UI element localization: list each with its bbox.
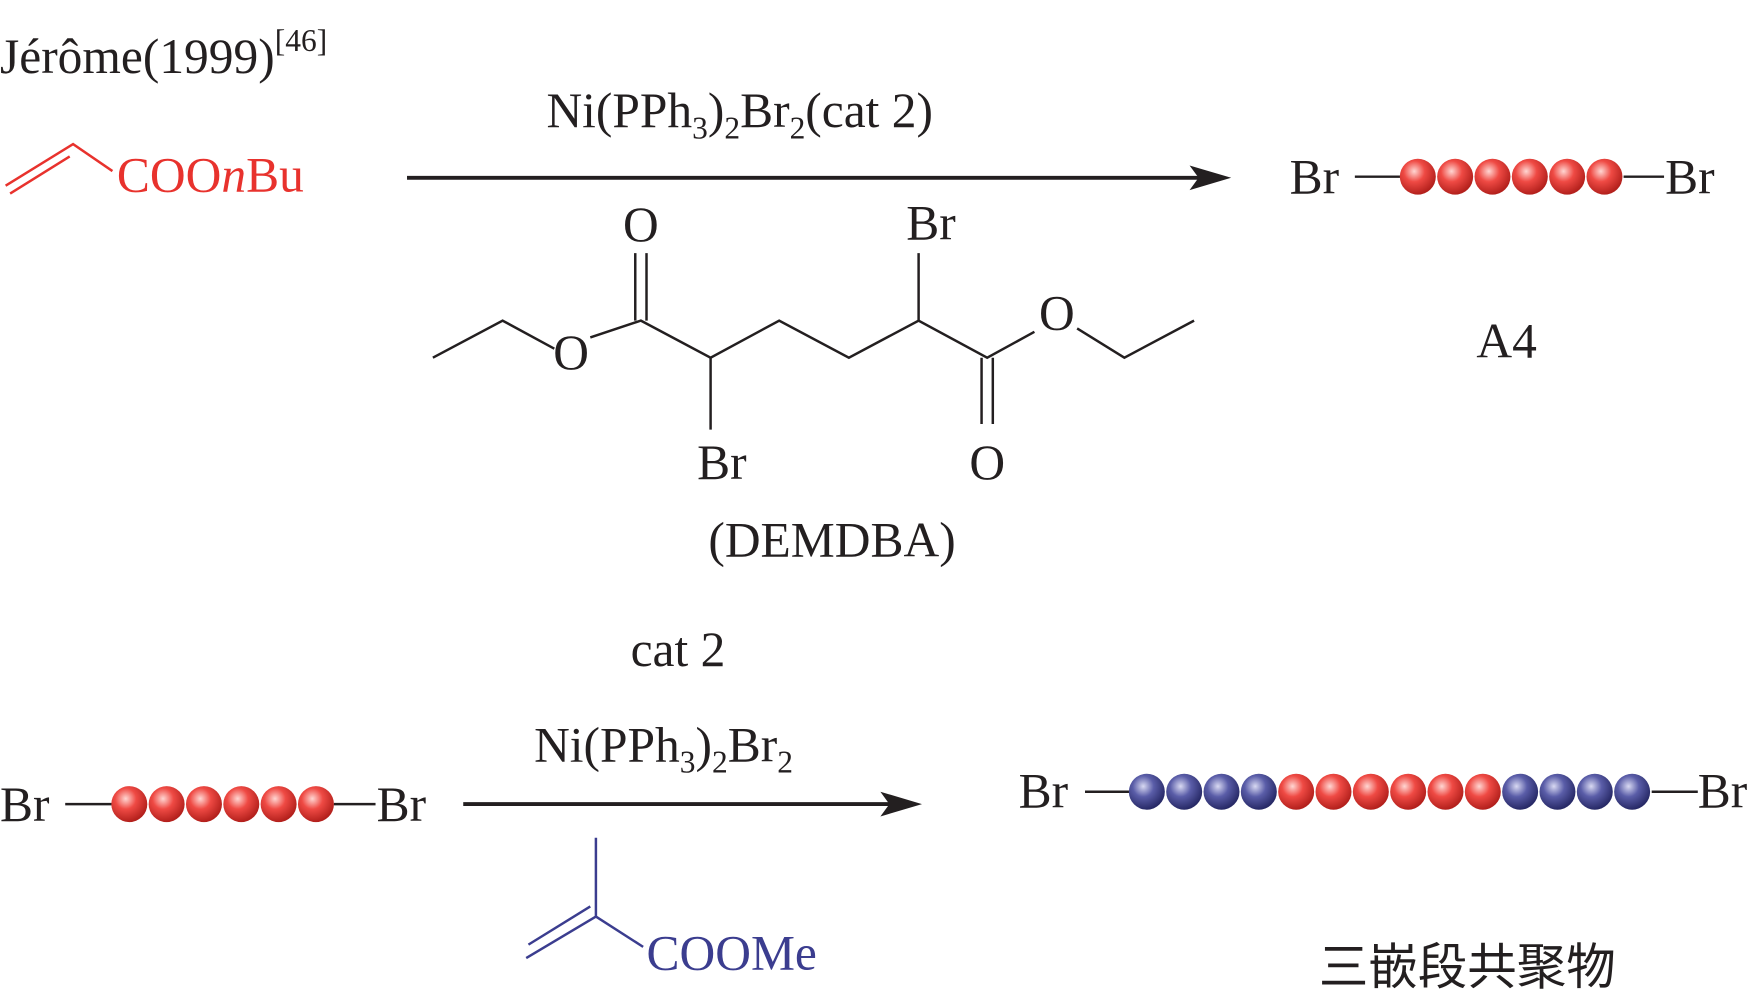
acrylate-bead: [1464, 773, 1501, 810]
polyacrylate-chain: [111, 786, 334, 823]
acrylate-bead: [1437, 158, 1474, 195]
methacrylate-bead: [1614, 773, 1651, 810]
demdba-structure: O O Br O Br O (DEMDBA): [432, 196, 1195, 568]
methyl-methacrylate: COOMe: [525, 837, 817, 980]
acrylate-bead: [1390, 773, 1427, 810]
atom-br: Br: [697, 435, 747, 490]
end-group-br: Br: [0, 777, 50, 832]
vinyl-bond: [4, 142, 114, 195]
citation: Jérôme(1999)[46]: [0, 23, 327, 84]
atom-o: O: [553, 325, 589, 380]
butyl-acrylate: COOnBu: [4, 142, 304, 202]
acrylate-bead: [111, 786, 148, 823]
acrylate-bead: [185, 786, 222, 823]
methacrylate-bead: [1502, 773, 1539, 810]
acrylate-bead: [1511, 158, 1548, 195]
acrylate-bead: [1399, 158, 1436, 195]
end-group-br: Br: [377, 777, 427, 832]
acrylate-bead: [1549, 158, 1586, 195]
acrylate-bead: [148, 786, 185, 823]
triblock-product: Br Br 三嵌段共聚物: [1019, 763, 1748, 996]
atom-o: O: [969, 435, 1005, 490]
methacrylate-bead: [1203, 773, 1240, 810]
methacrylate-bead: [1240, 773, 1277, 810]
triblock-chain: [1128, 773, 1651, 810]
monomer-label: COOMe: [647, 925, 817, 980]
reaction-arrow-2: [463, 791, 922, 817]
product-label-triblock: 三嵌段共聚物: [1319, 938, 1616, 996]
acrylate-bead: [1352, 773, 1389, 810]
macroinitiator: Br Br: [0, 777, 427, 832]
initiator-name: (DEMDBA): [708, 513, 955, 568]
acrylate-bead: [1278, 773, 1315, 810]
atom-o: O: [623, 197, 659, 252]
end-group-br: Br: [1665, 150, 1715, 205]
catalyst-2: Ni(PPh3)2Br2: [534, 717, 793, 779]
acrylate-bead: [1315, 773, 1352, 810]
polyacrylate-chain: [1399, 158, 1623, 195]
acrylate-bead: [223, 786, 260, 823]
methacrylate-bead: [1128, 773, 1165, 810]
catalyst-1: Ni(PPh3)2Br2(cat 2): [546, 83, 933, 145]
methacrylate-bead: [1166, 773, 1203, 810]
atom-br: Br: [906, 196, 956, 251]
end-group-br: Br: [1019, 763, 1069, 818]
end-group-br: Br: [1290, 150, 1340, 205]
catalyst-label: cat 2: [631, 622, 726, 677]
acrylate-bead: [1586, 158, 1623, 195]
acrylate-bead: [260, 786, 297, 823]
reaction-arrow-1: [407, 165, 1232, 191]
a4-product: Br Br A4: [1290, 150, 1716, 369]
acrylate-bead: [1474, 158, 1511, 195]
product-label-a4: A4: [1476, 314, 1536, 369]
methacrylate-bead: [1539, 773, 1576, 810]
acrylate-bead: [297, 786, 334, 823]
methacrylate-bead: [1576, 773, 1613, 810]
end-group-br: Br: [1698, 763, 1748, 818]
monomer-label: COOnBu: [117, 147, 304, 202]
acrylate-bead: [1427, 773, 1464, 810]
atom-o: O: [1039, 286, 1075, 341]
